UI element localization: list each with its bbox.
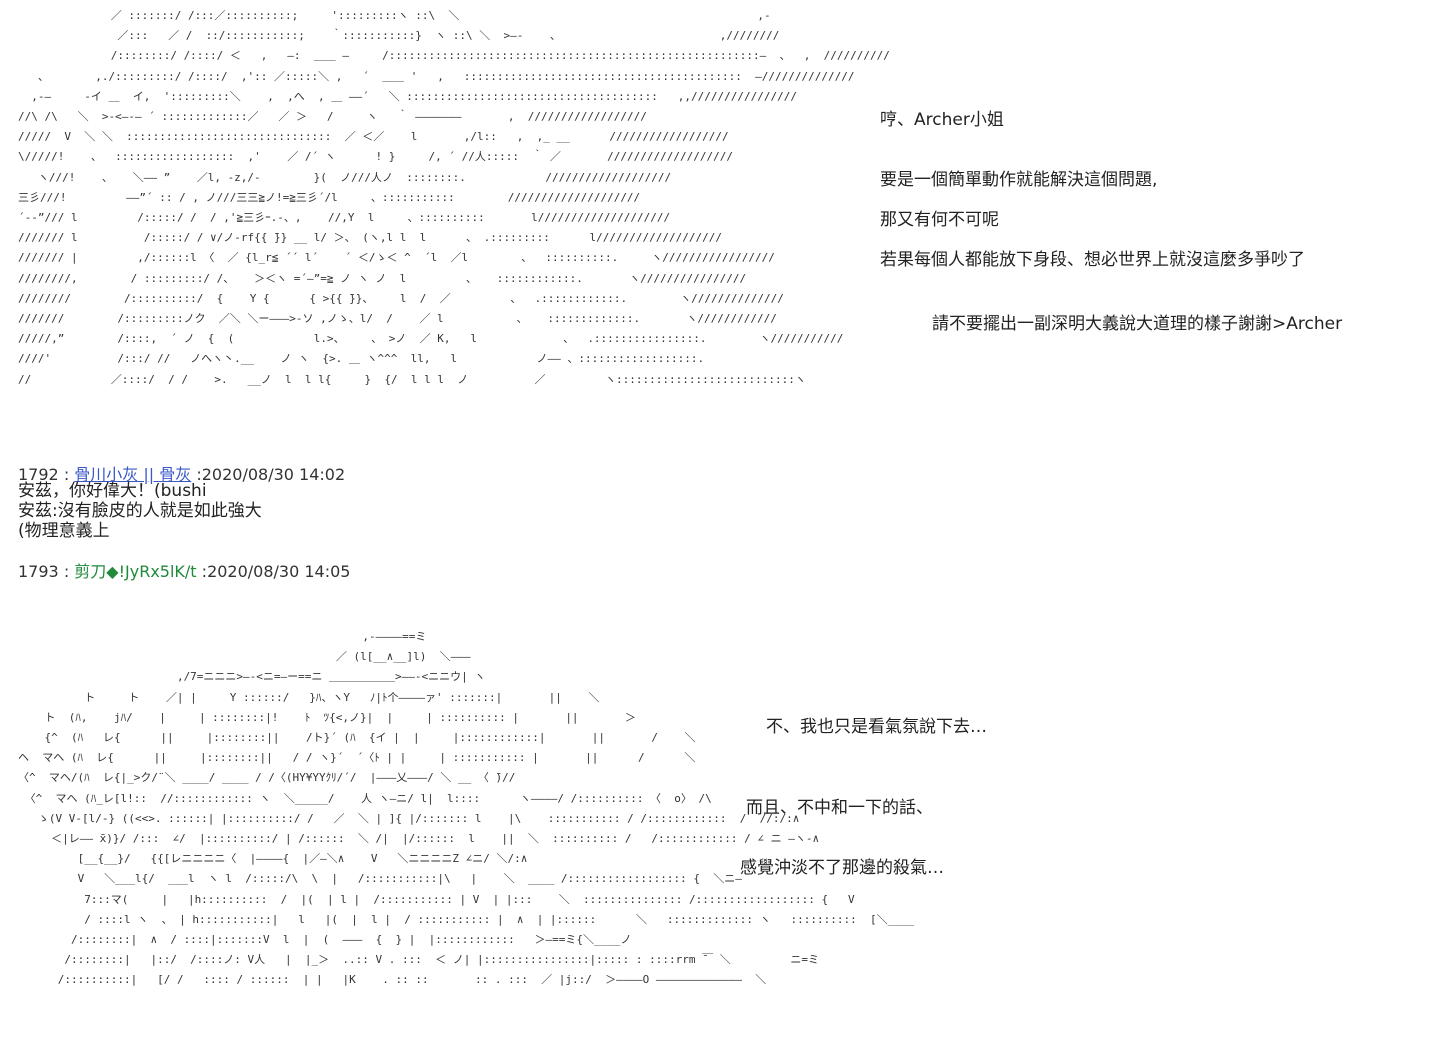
post-date: :2020/08/30 14:05 — [201, 562, 351, 581]
post-line: (物理意義上 — [18, 521, 110, 541]
dialogue-line: 不、我也只是看氣氛說下去… — [766, 717, 987, 737]
dialogue-line: 若果每個人都能放下身段、想必世界上就沒這麼多爭吵了 — [880, 250, 1305, 270]
post-header: 1793 : 剪刀◆!JyRx5lK/t :2020/08/30 14:05 — [18, 562, 351, 581]
post-line: 安茲:沒有臉皮的人就是如此強大 — [18, 501, 262, 521]
dialogue-line: 那又有何不可呢 — [880, 210, 999, 230]
dialogue-line: 請不要擺出一副深明大義說大道理的樣子謝謝>Archer — [932, 314, 1343, 334]
post-line: 安茲，你好偉大！(bushi — [18, 481, 207, 501]
poster-name-link[interactable]: 骨川小灰 || 骨灰 — [74, 465, 192, 484]
post-date: :2020/08/30 14:02 — [196, 465, 346, 484]
dialogue-line: 要是一個簡單動作就能解決這個問題, — [880, 170, 1158, 190]
dialogue-line: 而且、不中和一下的話、 — [746, 798, 933, 818]
ascii-art-top: ／ :::::::/ /:::／::::::::::; ':::::::::ヽ … — [18, 9, 890, 386]
post-number: 1793 — [18, 562, 59, 581]
post-number: 1792 — [18, 465, 59, 484]
ascii-art-bottom: ,-――――==ミ ／ (l[__∧__]l) ＼――― ,/7=ニニニ>―-<… — [18, 630, 915, 987]
dialogue-line: 感覺沖淡不了那邊的殺氣… — [740, 858, 944, 878]
post-header: 1792 : 骨川小灰 || 骨灰 :2020/08/30 14:02 — [18, 465, 346, 484]
dialogue-line: 哼、Archer小姐 — [880, 110, 1004, 130]
poster-name: 剪刀◆!JyRx5lK/t — [74, 562, 197, 581]
post-body: 安茲，你好偉大！(bushi 安茲:沒有臉皮的人就是如此強大 (物理意義上 — [18, 481, 262, 541]
